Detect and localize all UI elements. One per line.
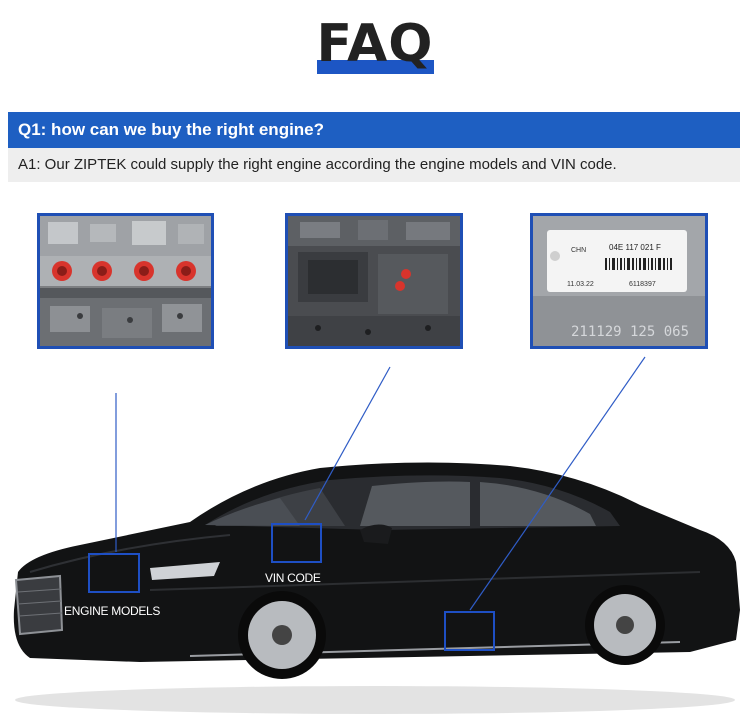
engine-block-illustration bbox=[40, 216, 211, 346]
engine-vin-illustration bbox=[288, 216, 460, 346]
vin-code-marker bbox=[271, 523, 322, 563]
nameplate-label: NAMEPLATE bbox=[431, 655, 501, 669]
nameplate-date: 11.03.22 bbox=[567, 281, 594, 288]
page-title: FAQ bbox=[316, 14, 434, 74]
vin-code-label: VIN CODE bbox=[265, 571, 321, 585]
vin-code-photo bbox=[285, 213, 463, 349]
nameplate-background: CHN 04E 117 021 F 11.03.22 6118397 21112… bbox=[533, 216, 705, 346]
engine-models-marker bbox=[88, 553, 140, 593]
car-illustration: ENGINE MODELS VIN CODE NAMEPLATE bbox=[0, 340, 750, 723]
engine-models-label: ENGINE MODELS bbox=[64, 604, 161, 618]
car-drawing bbox=[13, 356, 741, 714]
engine-models-photo bbox=[37, 213, 214, 349]
faq-question: Q1: how can we buy the right engine? bbox=[8, 112, 740, 148]
title-underline bbox=[317, 60, 434, 74]
nameplate-photo: CHN 04E 117 021 F 11.03.22 6118397 21112… bbox=[530, 213, 708, 349]
nameplate-serial: 6118397 bbox=[629, 281, 656, 288]
barcode bbox=[605, 258, 672, 270]
nameplate-part-number: 04E 117 021 F bbox=[609, 243, 661, 252]
nameplate-stamped-code: 211129 125 065 bbox=[571, 324, 689, 340]
faq-answer: A1: Our ZIPTEK could supply the right en… bbox=[8, 148, 740, 182]
nameplate-marker bbox=[444, 611, 495, 651]
nameplate-country: CHN bbox=[571, 247, 586, 254]
